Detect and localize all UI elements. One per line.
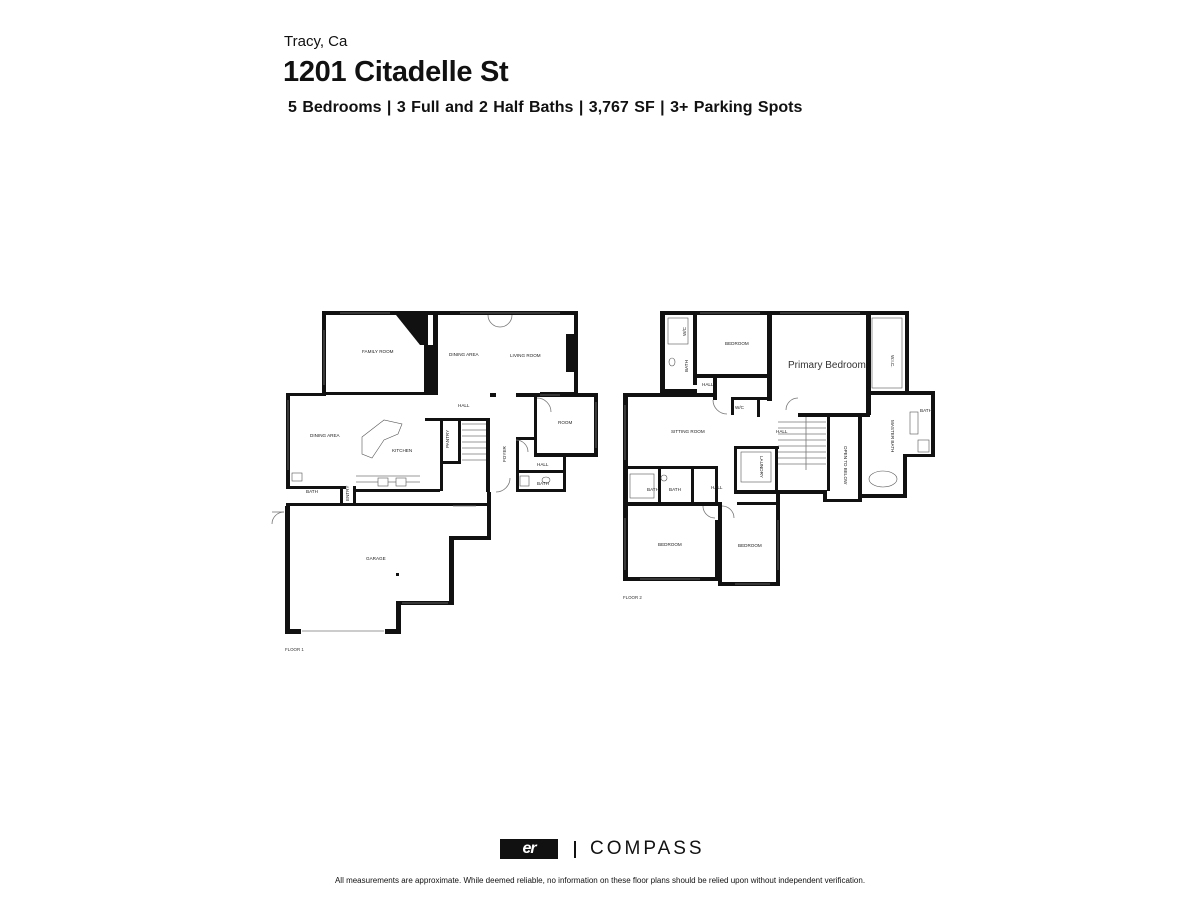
label-foyer: FOYER — [502, 445, 507, 462]
brand-logos: er COMPASS — [500, 838, 705, 860]
label-hall: HALL — [458, 403, 470, 408]
floor-1-plan — [271, 311, 598, 634]
label-bedroom-right: BEDROOM — [738, 543, 762, 548]
label-kitchen: KITCHEN — [392, 448, 412, 453]
label-bedroom-left: BEDROOM — [658, 542, 682, 547]
compass-logo: COMPASS — [590, 838, 705, 859]
floor-1-label: FLOOR 1 — [285, 647, 304, 652]
label-wic-right: W.I.C. — [890, 355, 895, 368]
label-dining-area-left: DINING AREA — [310, 433, 341, 438]
floor-2-plan — [623, 311, 935, 586]
label-sitting-room: SITTING ROOM — [671, 429, 705, 434]
label-dining-area-top: DINING AREA — [449, 352, 480, 357]
label-bath-right: BATH — [537, 481, 549, 486]
disclaimer: All measurements are approximate. While … — [334, 876, 866, 885]
city-label: Tracy, Ca — [284, 33, 348, 50]
label-living-room: LIVING ROOM — [510, 353, 541, 358]
floor-2-label: FLOOR 2 — [623, 595, 642, 600]
label-bath-a: BATH — [647, 487, 659, 492]
label-bath-left: BATH — [684, 360, 689, 372]
label-bath-left: BATH — [306, 489, 318, 494]
label-wc-small: W/C — [735, 405, 745, 410]
label-open-to-below: OPEN TO BELOW — [843, 446, 848, 485]
label-entry: ENTRY — [345, 486, 350, 502]
label-pantry: PANTRY — [445, 430, 450, 448]
label-laundry: LAUNDRY — [759, 456, 764, 478]
label-hall-small: HALL — [537, 462, 549, 467]
label-bath-right: BATH — [920, 408, 932, 413]
label-room: ROOM — [558, 420, 572, 425]
label-bedroom-top: BEDROOM — [725, 341, 749, 346]
property-address: 1201 Citadelle St — [283, 56, 509, 88]
er-logo: er — [500, 839, 558, 859]
logo-divider — [574, 840, 576, 858]
label-hall-top: HALL — [702, 382, 714, 387]
label-hall-mid: HALL — [776, 429, 788, 434]
label-master-bath: MASTER BATH — [890, 420, 895, 452]
label-bath-b: BATH — [669, 487, 681, 492]
property-stats: 5 Bedrooms | 3 Full and 2 Half Baths | 3… — [288, 99, 803, 116]
label-garage: GARAGE — [366, 556, 386, 561]
label-family-room: FAMILY ROOM — [362, 349, 394, 354]
label-primary-bedroom: Primary Bedroom — [788, 360, 866, 371]
label-wc-left: W/C — [682, 326, 687, 336]
label-hall-low: HALL — [711, 485, 723, 490]
